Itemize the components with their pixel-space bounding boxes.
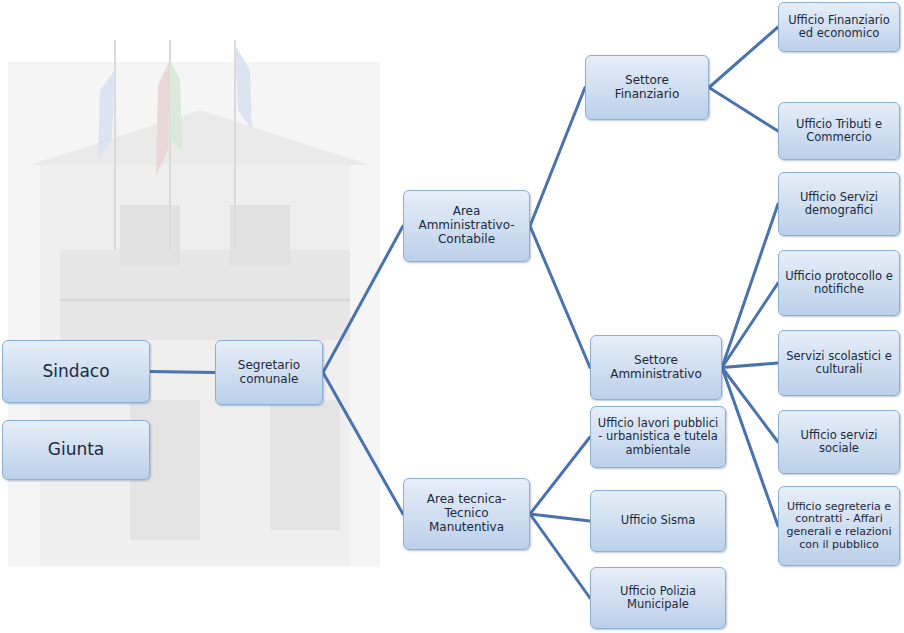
box-label: Area tecnica-Tecnico Manutentiva (409, 493, 524, 534)
top-box: Giunta (2, 420, 150, 480)
office-box: Ufficio Tributi e Commercio (778, 102, 900, 160)
box-label: Ufficio Tributi e Commercio (784, 118, 894, 144)
org-connector (530, 88, 585, 227)
area-box: Area Amministrativo-Contabile (403, 190, 530, 262)
box-label: Settore Finanziario (591, 74, 703, 102)
box-label: Settore Amministrativo (596, 354, 716, 382)
office-box: Ufficio lavori pubblici - urbanistica e … (590, 406, 726, 468)
box-label: Sindaco (42, 362, 109, 382)
office-box: Ufficio Polizia Municipale (590, 567, 726, 629)
box-label: Area Amministrativo-Contabile (409, 205, 524, 246)
top-box: Sindaco (2, 340, 150, 403)
box-label: Servizi scolastici e culturali (784, 350, 894, 376)
org-connector (709, 27, 778, 88)
org-connector (722, 283, 778, 368)
org-connector (530, 226, 590, 368)
org-connector (722, 368, 778, 527)
org-connector (150, 372, 215, 373)
box-label: Ufficio servizi sociale (784, 429, 894, 455)
org-connector (323, 373, 403, 515)
office-box: Ufficio segreteria e contratti - Affari … (778, 486, 900, 566)
org-connector (530, 437, 590, 514)
office-box: Servizi scolastici e culturali (778, 330, 900, 396)
box-label: Ufficio Servizi demografici (784, 191, 894, 217)
box-label: Ufficio lavori pubblici - urbanistica e … (596, 417, 720, 457)
box-label: Ufficio Sisma (621, 514, 695, 527)
secretary-box: Segretario comunale (215, 340, 323, 405)
box-label: Segretario comunale (221, 359, 317, 387)
office-box: Ufficio protocollo e notifiche (778, 250, 900, 316)
org-connector (722, 368, 778, 443)
office-box: Ufficio Sisma (590, 490, 726, 552)
office-box: Ufficio Servizi demografici (778, 172, 900, 236)
office-box: Ufficio servizi sociale (778, 410, 900, 474)
org-connector (530, 514, 590, 521)
org-connector (323, 226, 403, 373)
org-connector (709, 88, 778, 132)
office-box: Ufficio Finanziario ed economico (778, 2, 900, 52)
sector-box: Settore Amministrativo (590, 335, 722, 400)
box-label: Giunta (48, 440, 105, 460)
org-connector (722, 363, 778, 368)
org-connector (530, 514, 590, 598)
org-connector (722, 204, 778, 368)
box-label: Ufficio Finanziario ed economico (784, 14, 894, 40)
sector-box: Settore Finanziario (585, 55, 709, 120)
area-box: Area tecnica-Tecnico Manutentiva (403, 478, 530, 550)
box-label: Ufficio Polizia Municipale (596, 585, 720, 611)
box-label: Ufficio segreteria e contratti - Affari … (784, 501, 894, 552)
box-label: Ufficio protocollo e notifiche (784, 270, 894, 296)
